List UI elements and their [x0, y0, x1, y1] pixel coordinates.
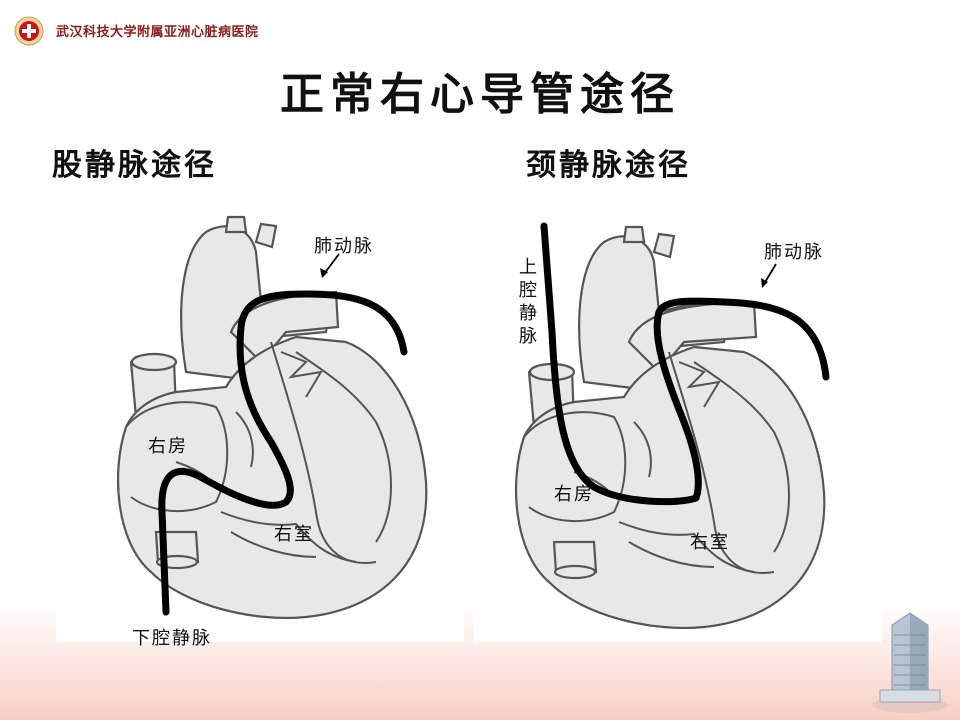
- jugular-route-title: 颈静脉途径: [526, 148, 691, 183]
- label-pulmonary-artery: 肺动脉: [314, 236, 374, 257]
- hospital-logo-icon: [14, 16, 44, 46]
- femoral-route-title: 股静脉途径: [52, 148, 217, 183]
- slide-title: 正常右心导管途径: [280, 69, 680, 120]
- label-right-atrium: 右房: [148, 436, 188, 457]
- hospital-name: 武汉科技大学附属亚洲心脏病医院: [56, 25, 259, 40]
- femoral-heart-diagram: 肺动脉 右房 右室 下腔静脉: [56, 212, 464, 649]
- label-inferior-vena-cava: 下腔静脉: [132, 628, 212, 649]
- label-right-atrium: 右房: [554, 484, 594, 505]
- catheter-path: [540, 222, 830, 506]
- jugular-heart-diagram: 肺动脉 上腔静脉 右房 右室: [474, 212, 882, 642]
- label-pulmonary-artery: 肺动脉: [764, 242, 824, 263]
- label-right-ventricle: 右室: [274, 524, 314, 545]
- hospital-building-icon: [872, 612, 948, 713]
- catheter-path: [158, 290, 408, 616]
- heart-illustration: [117, 215, 428, 620]
- label-superior-vena-cava: 上腔静脉: [519, 257, 537, 347]
- label-right-ventricle: 右室: [690, 532, 730, 553]
- heart-illustration: [515, 222, 830, 630]
